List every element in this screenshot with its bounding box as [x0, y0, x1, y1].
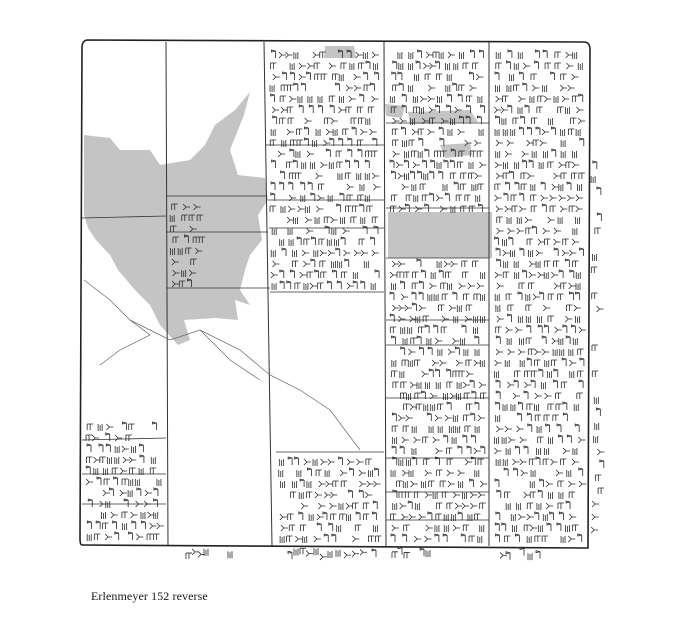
damage-areas [84, 46, 492, 345]
figure-caption: Erlenmeyer 152 reverse [91, 589, 208, 603]
tablet-outline [79, 39, 591, 549]
column-dividers [165, 41, 490, 547]
cuneiform-signs [85, 49, 605, 543]
cracks [83, 279, 361, 451]
edge-signs [185, 546, 541, 561]
